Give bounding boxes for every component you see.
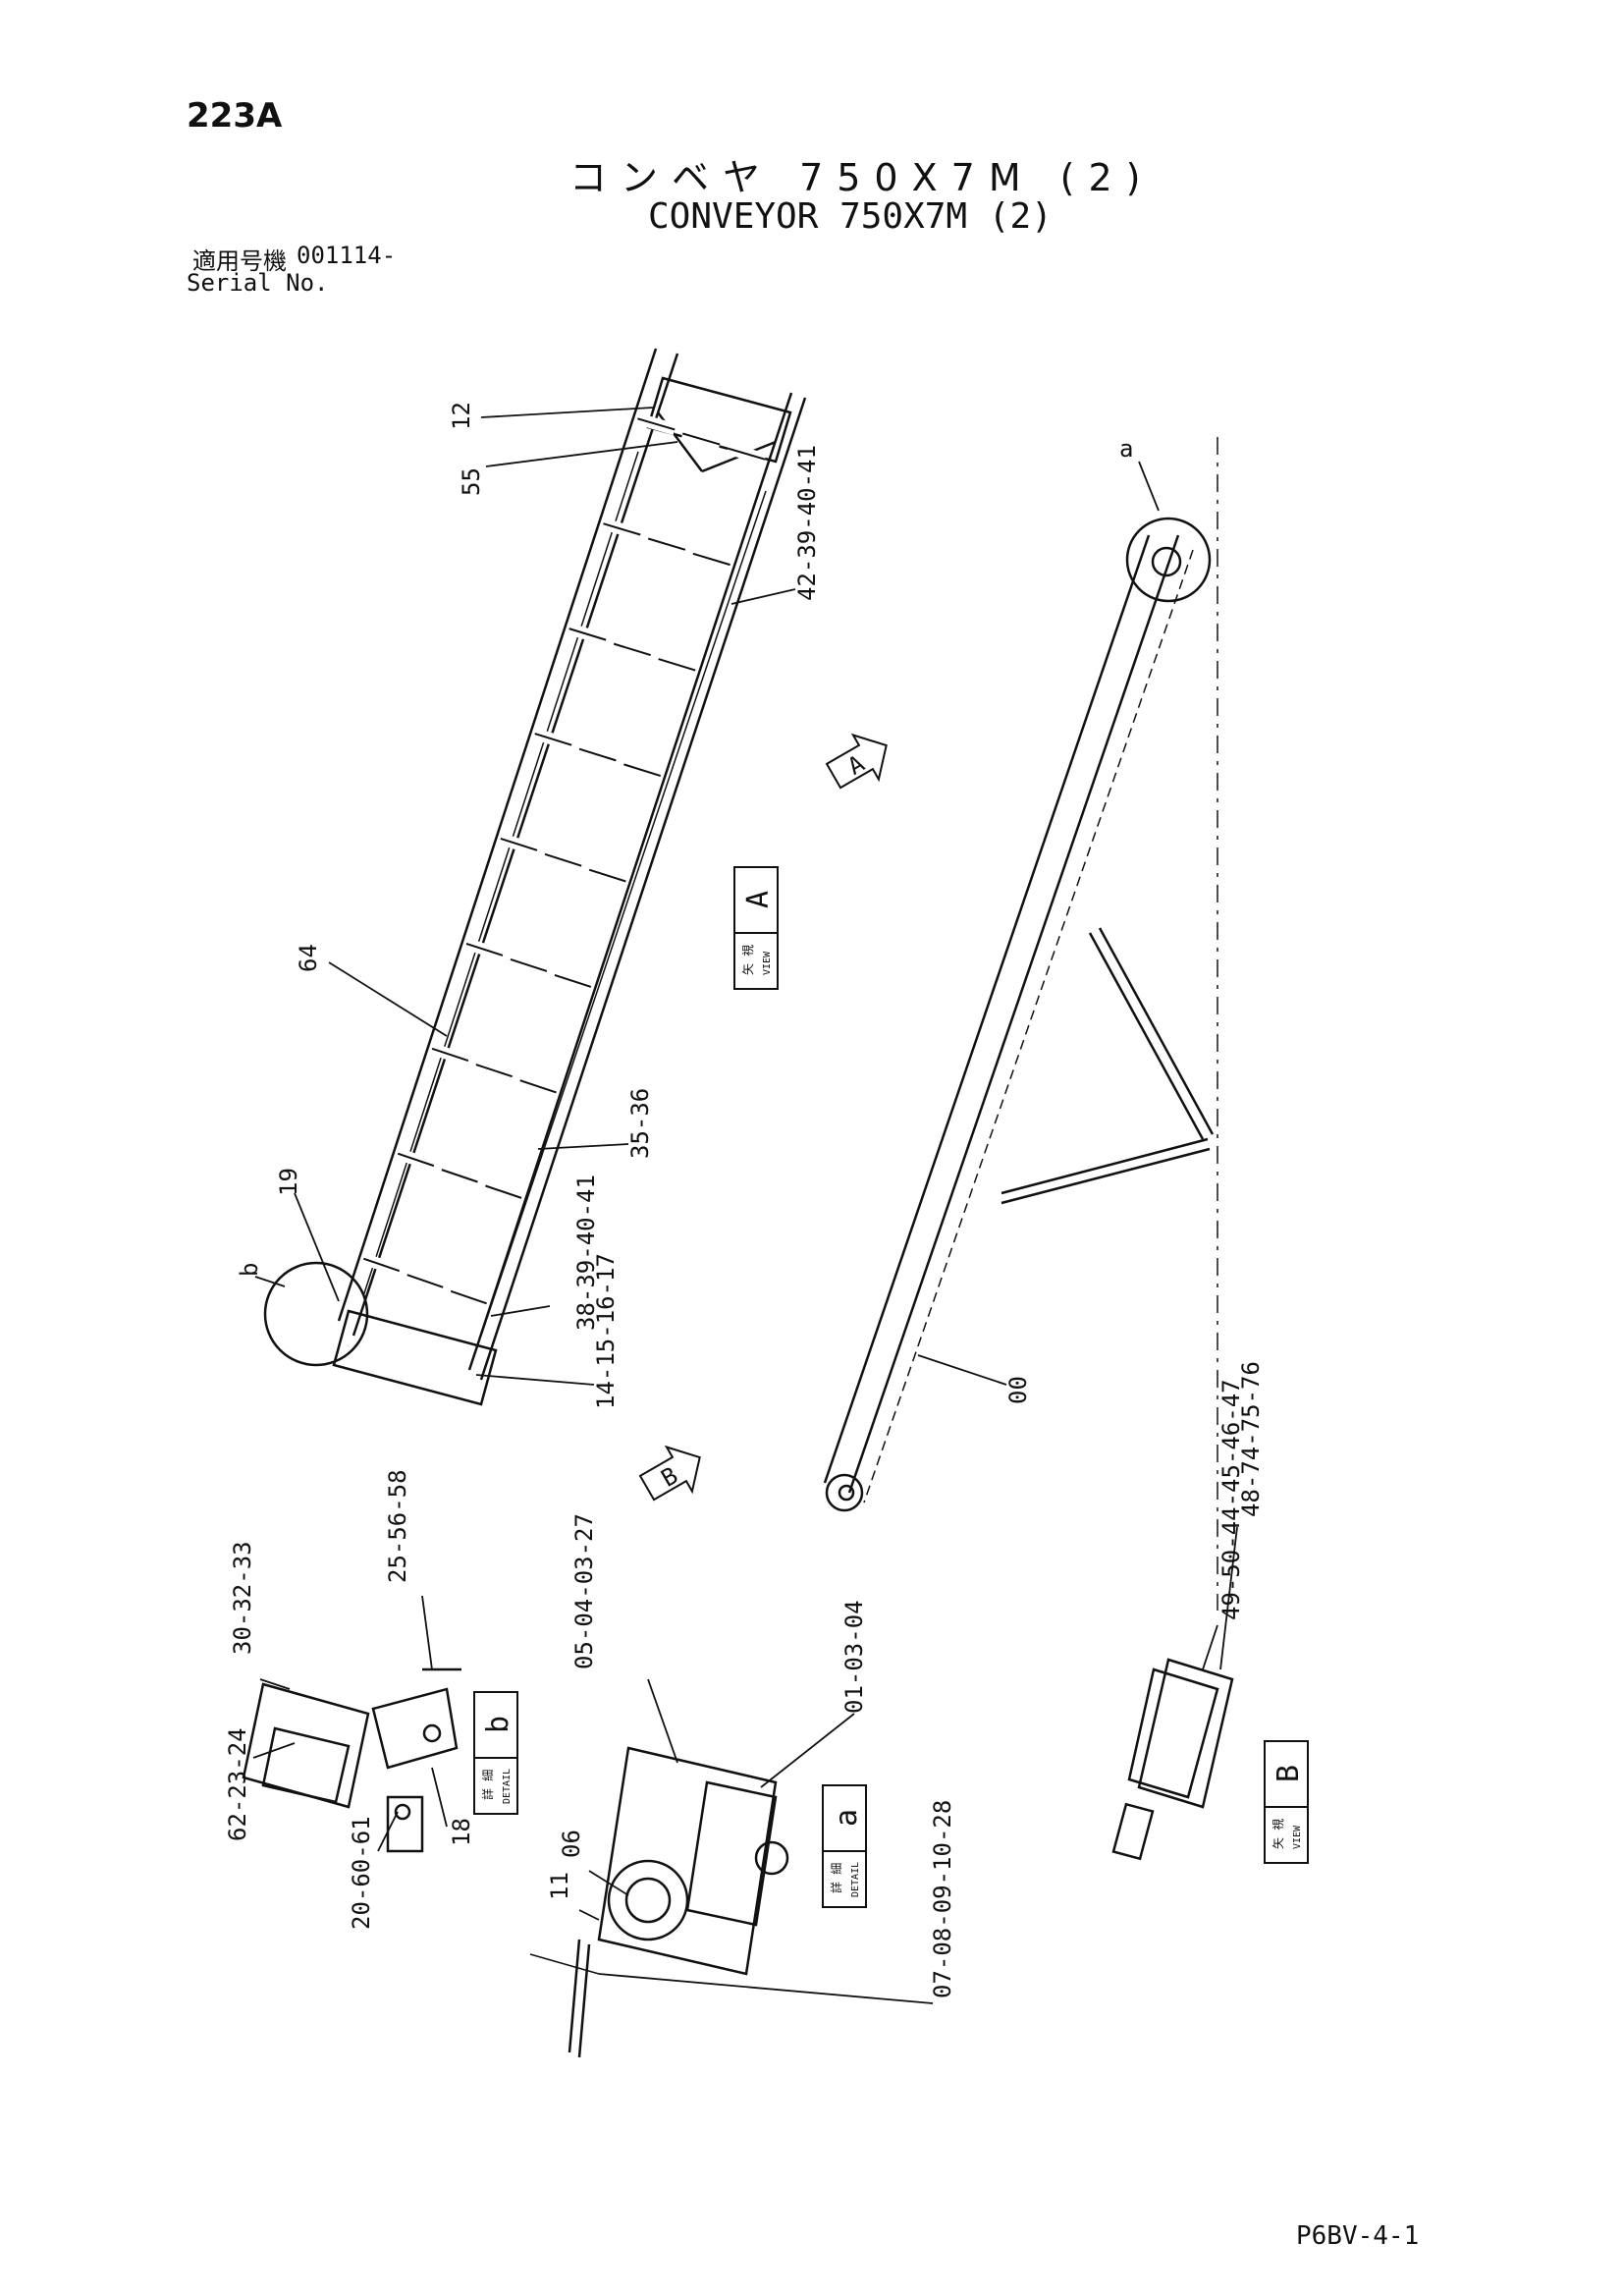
view-a-box: 矢 視 VIEW A: [733, 866, 779, 990]
idler-roller-outline: [500, 838, 538, 851]
idler-roller-outline: [568, 628, 607, 641]
detail-a-en: DETAIL: [850, 1862, 861, 1897]
idler-roller-outline: [510, 957, 548, 972]
idler-roller-outline: [485, 1184, 522, 1199]
idler-roller-outline: [727, 447, 766, 461]
idler-roller-outline: [406, 1274, 444, 1288]
callout-20: 20-60-61: [348, 1816, 375, 1930]
view-arrow-a: A: [825, 733, 888, 790]
idler-roller-outline: [534, 733, 572, 746]
serial-value: 001114-: [297, 242, 397, 269]
view-b-drawing: [1111, 1658, 1234, 1861]
idler-roller-outline: [431, 1047, 469, 1062]
callout-48: 48-74-75-76: [1237, 1361, 1265, 1517]
callout-18: 18: [448, 1818, 475, 1846]
detail-b-en: DETAIL: [502, 1769, 513, 1804]
callout-49: 49-50-44-45-46-47: [1217, 1379, 1245, 1620]
callout-01: 01-03-04: [840, 1600, 868, 1714]
callout-19: 19: [275, 1168, 302, 1196]
idler-roller-outline: [554, 973, 592, 988]
detail-b-circle: [263, 1261, 369, 1367]
callout-a: a: [1119, 435, 1133, 463]
conveyor-top-view: [332, 348, 807, 1406]
idler-roller-outline: [544, 852, 582, 867]
callout-06: 06: [558, 1830, 585, 1858]
detail-a-drawing: [529, 1746, 789, 2058]
detail-a-letter: a: [830, 1809, 864, 1827]
view-a-jp: 矢 視: [740, 945, 755, 975]
idler-rows: [361, 412, 767, 1310]
idler-roller-outline: [692, 552, 730, 567]
callout-38: 38-39-40-41: [572, 1175, 600, 1331]
view-arrow-b: B: [638, 1445, 701, 1502]
callout-64: 64: [295, 944, 322, 972]
view-a-letter: A: [741, 891, 776, 908]
callout-25: 25-56-58: [384, 1469, 411, 1583]
callout-12: 12: [448, 402, 475, 430]
view-b-letter: B: [1271, 1765, 1306, 1782]
title-japanese: コンベヤ 750X7M (2): [569, 156, 1155, 199]
callout-62: 62-23-24: [224, 1727, 251, 1841]
idler-roller-outline: [647, 537, 686, 551]
idler-roller-outline: [519, 1079, 557, 1094]
callout-30: 30-32-33: [229, 1541, 256, 1655]
conveyor-side-view: [823, 437, 1218, 1611]
detail-a-box: 詳 細 DETAIL a: [822, 1784, 867, 1908]
callout-55: 55: [458, 467, 485, 496]
callout-14: 14-15-16-17: [592, 1253, 620, 1409]
idler-roller-outline: [613, 642, 651, 657]
idler-roller-outline: [362, 1257, 401, 1273]
detail-a-jp: 詳 細: [829, 1863, 843, 1893]
view-b-box: 矢 視 VIEW B: [1264, 1740, 1309, 1864]
callout-b: b: [236, 1263, 263, 1277]
callout-35: 35-36: [626, 1088, 654, 1159]
view-a-en: VIEW: [762, 951, 773, 975]
view-b-en: VIEW: [1292, 1825, 1303, 1849]
detail-b-letter: b: [481, 1716, 515, 1733]
idler-roller-outline: [465, 942, 504, 957]
idler-roller-outline: [637, 417, 676, 431]
idler-roller-outline: [578, 747, 617, 762]
view-b-jp: 矢 視: [1271, 1819, 1285, 1849]
callout-00: 00: [1004, 1376, 1032, 1404]
title-english: CONVEYOR 750X7M (2): [648, 196, 1053, 237]
detail-b-drawing: [242, 1667, 461, 1853]
callout-11: 11: [546, 1872, 573, 1900]
detail-b-jp: 詳 細: [480, 1770, 495, 1800]
serial-label-english: Serial No.: [187, 269, 329, 297]
callout-05: 05-04-03-27: [570, 1513, 598, 1669]
idler-roller-outline: [397, 1152, 435, 1168]
detail-b-box: 詳 細 DETAIL b: [473, 1691, 518, 1815]
page-number: 223A: [187, 96, 283, 136]
serial-label-japanese: 適用号機: [192, 247, 287, 275]
callout-07: 07-08-09-10-28: [929, 1800, 956, 1998]
idler-roller-outline: [623, 763, 662, 777]
idler-roller-outline: [588, 868, 626, 883]
idler-roller-outline: [441, 1169, 478, 1183]
callouts: 12 55 42-39-40-41 64 35-36 19 b 38-39-40…: [224, 402, 1265, 1998]
leader-lines: [252, 407, 1238, 2004]
callout-42: 42-39-40-41: [793, 445, 821, 601]
idler-roller-outline: [450, 1289, 487, 1305]
footer-code: P6BV-4-1: [1296, 2221, 1420, 2251]
idler-roller-outline: [681, 432, 721, 446]
idler-roller-outline: [475, 1064, 514, 1078]
idler-roller-outline: [658, 658, 696, 672]
idler-roller-outline: [603, 522, 641, 536]
